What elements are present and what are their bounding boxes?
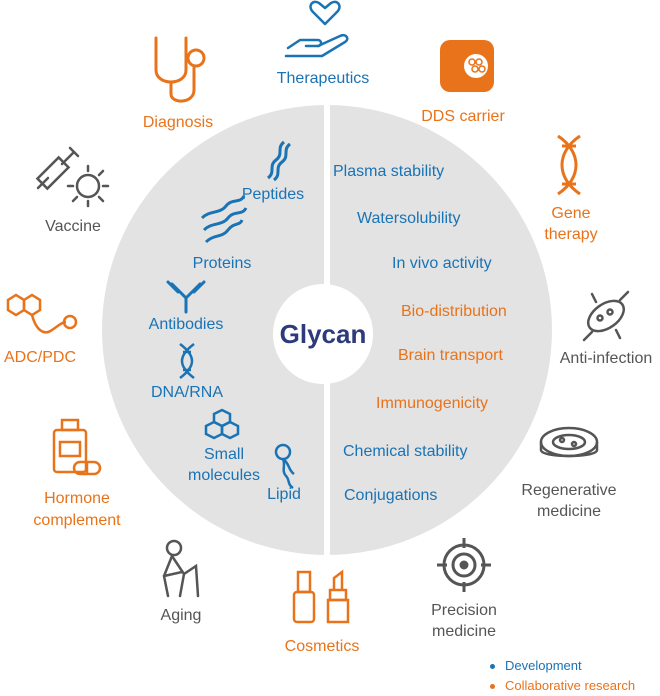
bacteria-icon xyxy=(582,290,630,342)
target-icon xyxy=(437,538,491,592)
legend-collaborative: Collaborative research xyxy=(490,676,635,696)
label-conjugations: Conjugations xyxy=(344,487,437,504)
legend: Development Collaborative research xyxy=(490,656,635,696)
label-antibodies: Antibodies xyxy=(149,316,224,333)
label-gene-therapy-1: Gene xyxy=(551,205,590,222)
elderly-icon xyxy=(162,539,200,598)
syringe-virus-icon xyxy=(35,146,110,208)
adc-molecule-icon xyxy=(6,293,78,334)
heart-hand-icon xyxy=(284,0,349,58)
label-therapeutics: Therapeutics xyxy=(277,70,370,87)
legend-development: Development xyxy=(490,656,635,676)
center-label: Glycan xyxy=(280,319,367,349)
label-aging: Aging xyxy=(161,607,202,624)
label-regenerative-2: medicine xyxy=(537,503,601,520)
lipid-icon xyxy=(274,443,295,490)
label-watersolubility: Watersolubility xyxy=(357,210,460,227)
label-immunogenicity: Immunogenicity xyxy=(376,395,488,412)
label-plasma-stability: Plasma stability xyxy=(333,163,444,180)
label-regenerative-1: Regenerative xyxy=(521,482,616,499)
label-gene-therapy-2: therapy xyxy=(544,226,597,243)
peptides-icon xyxy=(266,140,292,182)
petri-dish-icon xyxy=(539,426,599,458)
stethoscope-icon xyxy=(154,36,206,103)
legend-development-label: Development xyxy=(505,658,582,673)
label-hormone-2: complement xyxy=(33,512,121,529)
label-cosmetics: Cosmetics xyxy=(285,638,360,655)
dds-carrier-icon xyxy=(440,40,494,92)
cosmetics-icon xyxy=(292,569,350,624)
legend-dot-orange xyxy=(490,684,495,690)
dna-icon-gene xyxy=(557,134,581,196)
label-small-molecules-2: molecules xyxy=(188,467,260,484)
label-chemical-stability: Chemical stability xyxy=(343,443,467,460)
label-small-molecules-1: Small xyxy=(204,446,244,463)
label-proteins: Proteins xyxy=(193,255,252,272)
label-brain-transport: Brain transport xyxy=(398,347,503,364)
label-dna-rna: DNA/RNA xyxy=(151,384,223,401)
antibody-icon xyxy=(166,280,206,314)
molecule-icon xyxy=(204,408,240,440)
label-precision-1: Precision xyxy=(431,602,497,619)
label-anti-infection: Anti-infection xyxy=(560,350,653,367)
label-adc-pdc: ADC/PDC xyxy=(4,349,76,366)
label-vaccine: Vaccine xyxy=(45,218,101,235)
label-hormone-1: Hormone xyxy=(44,490,110,507)
label-precision-2: medicine xyxy=(432,623,496,640)
dna-icon xyxy=(179,343,195,379)
label-in-vivo-activity: In vivo activity xyxy=(392,255,492,272)
proteins-icon xyxy=(200,195,248,244)
legend-collaborative-label: Collaborative research xyxy=(505,678,636,693)
label-bio-distribution: Bio-distribution xyxy=(401,303,507,320)
legend-dot-blue xyxy=(490,664,495,670)
pill-bottle-icon xyxy=(52,418,102,476)
center-circle xyxy=(273,284,373,384)
label-dds-carrier: DDS carrier xyxy=(421,108,505,125)
label-peptides: Peptides xyxy=(242,186,304,203)
label-diagnosis: Diagnosis xyxy=(143,114,213,131)
label-lipid: Lipid xyxy=(267,486,301,503)
